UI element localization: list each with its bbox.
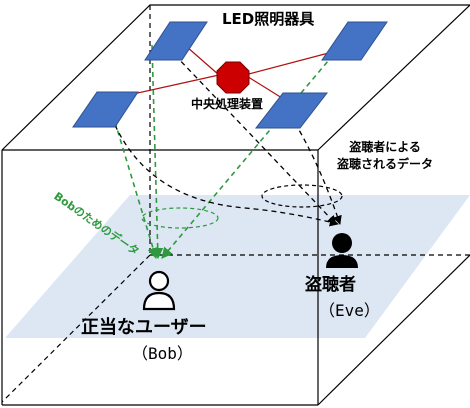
led-panel-back-left bbox=[144, 21, 208, 61]
eve-person-filled-icon bbox=[326, 233, 358, 268]
legitimate-user-role-label: 正当なユーザー bbox=[81, 317, 207, 338]
bob-person-outline-icon bbox=[142, 270, 176, 311]
floor-plane bbox=[5, 195, 470, 338]
eve-capture-ellipse bbox=[261, 184, 343, 208]
room-back-edges bbox=[1, 5, 470, 403]
bob-data-beams bbox=[114, 44, 340, 260]
eavesdropped-data-label: 盗聴者による 盗聴されるデータ bbox=[337, 139, 433, 173]
eavesdropper-name-label: （Eve） bbox=[319, 301, 380, 320]
bob-coverage-ellipse bbox=[141, 207, 219, 229]
eve-data-beams bbox=[114, 54, 342, 227]
eavesdropped-data-label-line2: 盗聴されるデータ bbox=[337, 157, 434, 171]
led-panel-back-right bbox=[321, 21, 388, 61]
central-processor-label: 中央処理装置 bbox=[191, 97, 264, 111]
led-panel-front-left bbox=[72, 91, 139, 128]
led-panels bbox=[72, 21, 388, 129]
legitimate-user-name-label: （Bob） bbox=[132, 344, 193, 363]
led-panel-front-right bbox=[254, 92, 329, 129]
room-front-edges bbox=[1, 4, 470, 406]
eavesdropped-data-label-line1: 盗聴者による bbox=[349, 140, 421, 154]
central-processor-octagon-icon bbox=[216, 61, 250, 94]
led-fixtures-label: LED照明器具 bbox=[222, 10, 315, 28]
eavesdropper-role-label: 盗聴者 bbox=[305, 275, 356, 295]
